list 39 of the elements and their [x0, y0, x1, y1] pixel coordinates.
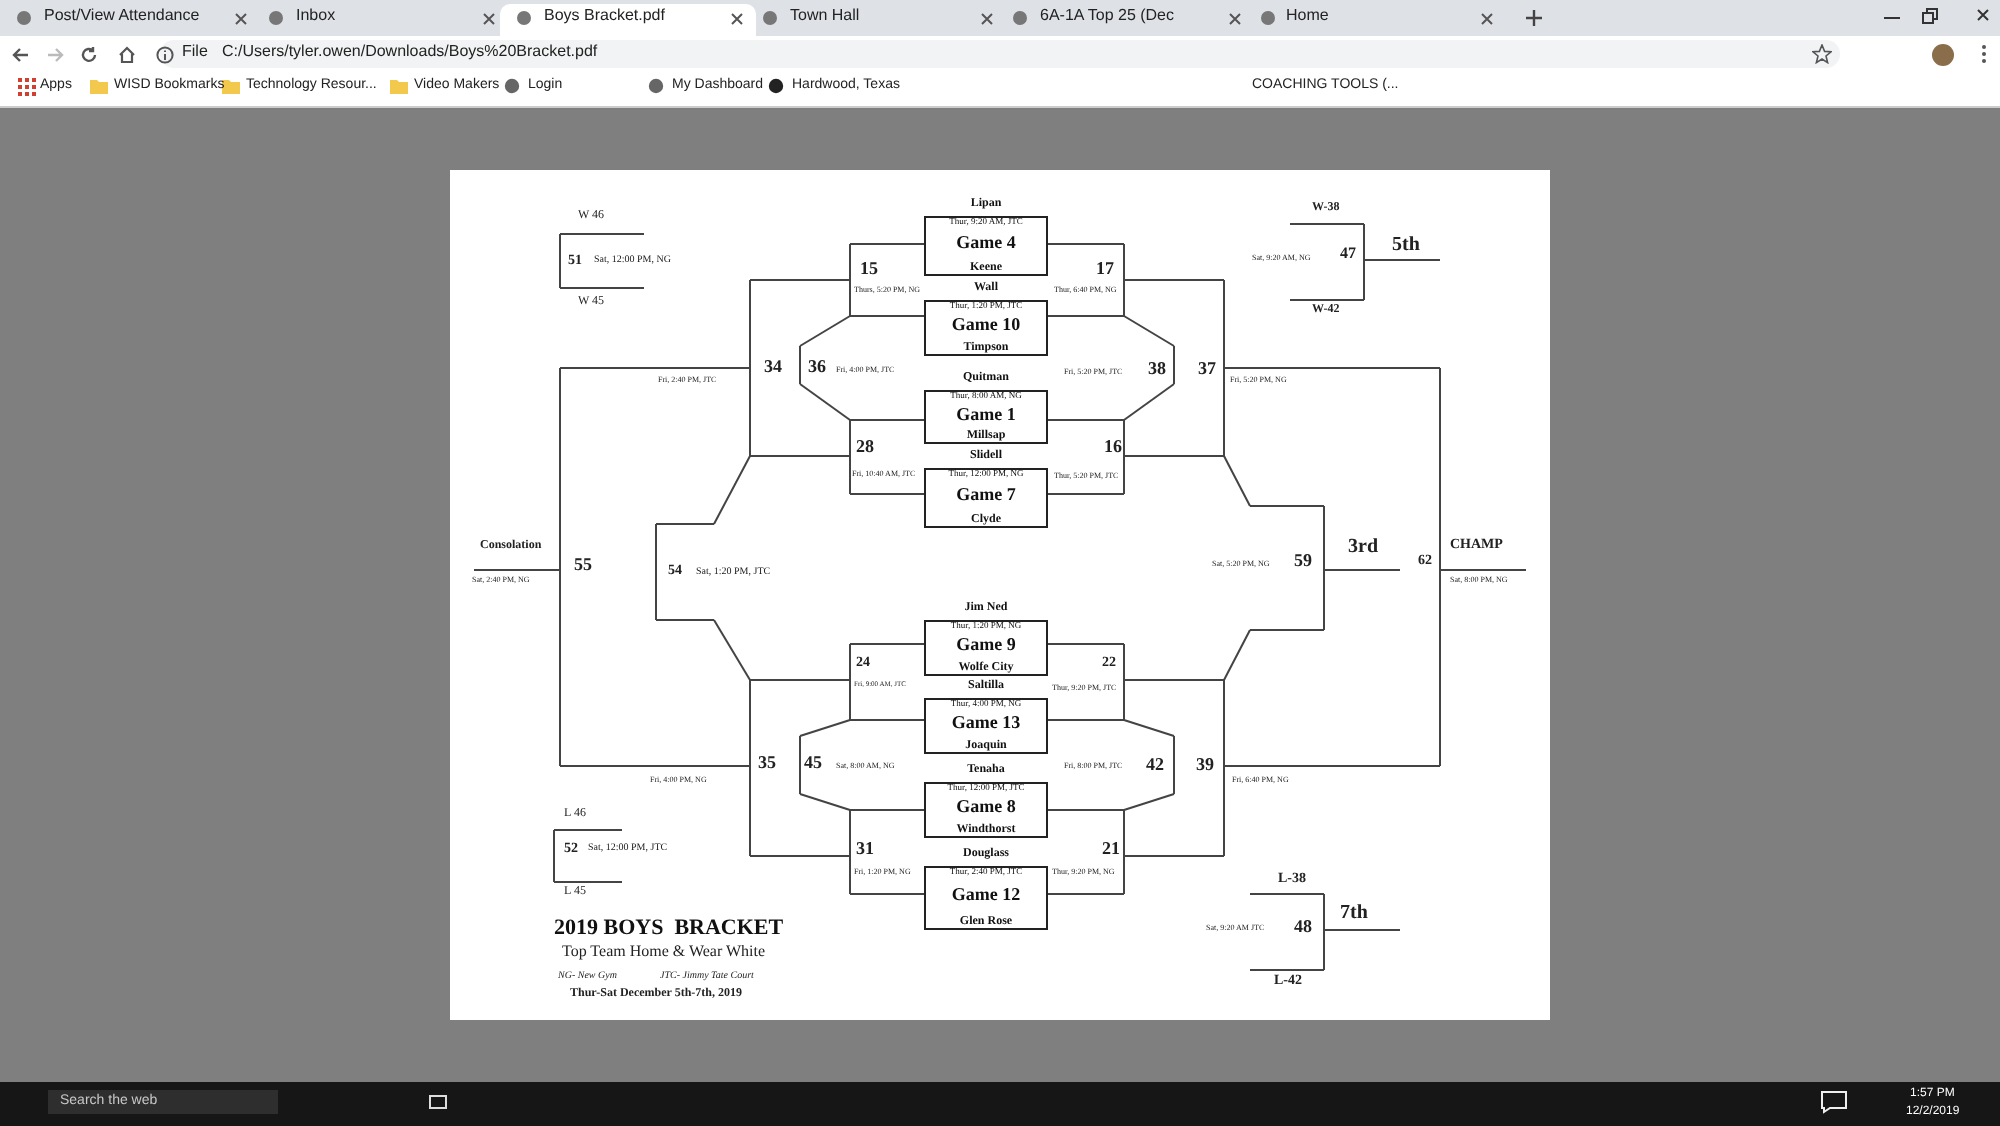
subtitle: Top Team Home & Wear White	[562, 944, 766, 962]
place-label: 3rd	[1348, 536, 1378, 558]
game-number: 36	[808, 358, 826, 378]
game-title: Game 9	[956, 636, 1016, 656]
place-label: 7th	[1340, 902, 1368, 924]
tab-title: Post/View Attendance	[44, 8, 200, 26]
game-title: Game 1	[956, 405, 1016, 425]
url-text: C:/Users/tyler.owen/Downloads/Boys%20Bracket.pdf	[222, 44, 598, 62]
game-number: 28	[856, 438, 874, 458]
game-title: Game 8	[956, 798, 1016, 818]
game-number: 31	[856, 840, 874, 860]
game-number: 45	[804, 754, 822, 774]
game-title: Game 13	[951, 714, 1021, 734]
bracket-title: 2019 BOYS BRACKET	[554, 916, 784, 941]
game-number: 55	[574, 556, 592, 576]
game-number: 47	[1340, 246, 1356, 264]
tab-title: 6A-1A Top 25 (Dec	[1040, 8, 1175, 26]
game-number: 35	[758, 754, 776, 774]
protocol-label: File	[182, 44, 208, 62]
game-number: 38	[1148, 360, 1166, 380]
game-number: 21	[1102, 840, 1120, 860]
game-number: 39	[1196, 756, 1214, 776]
game-title: Game 7	[956, 486, 1016, 506]
game-number: 37	[1198, 360, 1216, 380]
game-number: 59	[1294, 552, 1312, 572]
tab-title: Home	[1286, 8, 1329, 26]
place-label: 5th	[1392, 234, 1420, 256]
game-number: 34	[764, 358, 782, 378]
game-number: 48	[1294, 918, 1312, 938]
game-title: Game 12	[951, 886, 1021, 906]
game-number: 15	[860, 260, 878, 280]
game-number: 17	[1096, 260, 1114, 280]
game-title: Game 4	[956, 234, 1016, 254]
tab-title: Inbox	[296, 8, 336, 26]
tab-title: Boys Bracket.pdf	[544, 8, 665, 26]
game-title: Game 10	[951, 316, 1021, 336]
tab-title: Town Hall	[790, 8, 860, 26]
game-number: 42	[1146, 756, 1164, 776]
game-number: 16	[1104, 438, 1122, 458]
